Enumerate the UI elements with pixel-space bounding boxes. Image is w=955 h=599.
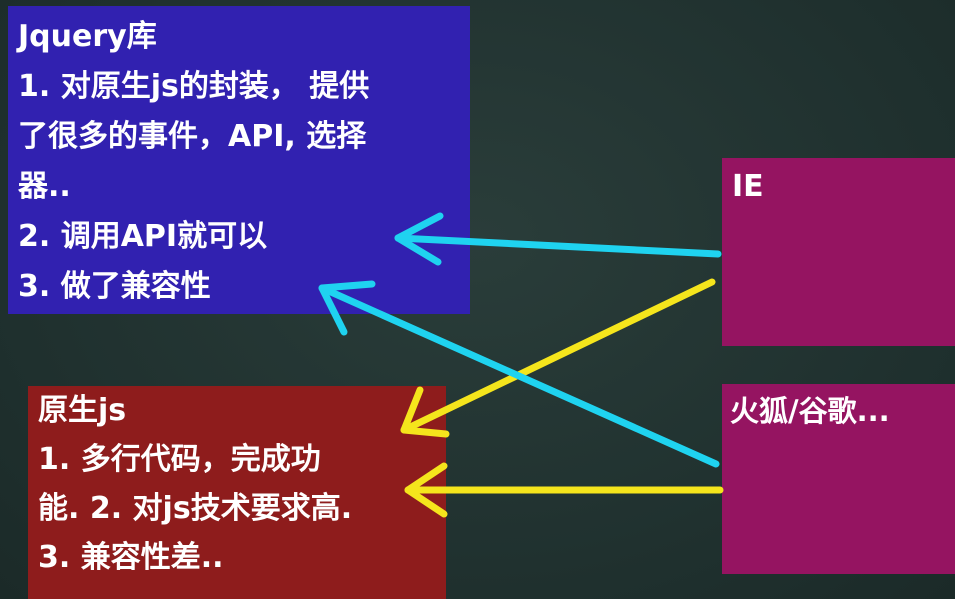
firefox-chrome-box: 火狐/谷歌...: [722, 384, 955, 574]
jquery-line-4: 2. 调用API就可以: [18, 219, 268, 254]
jquery-line-2: 了很多的事件，API, 选择: [18, 119, 367, 154]
jquery-line-1: 1. 对原生js的封装， 提供: [18, 69, 370, 104]
native-line-1: 1. 多行代码，完成功: [38, 442, 321, 477]
jquery-line-5: 3. 做了兼容性: [18, 269, 211, 304]
jquery-title: Jquery库: [18, 19, 157, 54]
native-title: 原生js: [38, 393, 127, 428]
jquery-box: Jquery库 1. 对原生js的封装， 提供 了很多的事件，API, 选择 器…: [8, 6, 470, 314]
native-js-box: 原生js 1. 多行代码，完成功 能. 2. 对js技术要求高. 3. 兼容性差…: [28, 386, 446, 599]
ie-box: IE: [722, 158, 955, 346]
jquery-line-3: 器..: [18, 169, 71, 204]
firefox-chrome-label: 火狐/谷歌...: [730, 394, 890, 428]
native-line-3: 3. 兼容性差..: [38, 540, 224, 575]
native-line-2: 能. 2. 对js技术要求高.: [38, 491, 353, 526]
ie-label: IE: [732, 169, 764, 204]
